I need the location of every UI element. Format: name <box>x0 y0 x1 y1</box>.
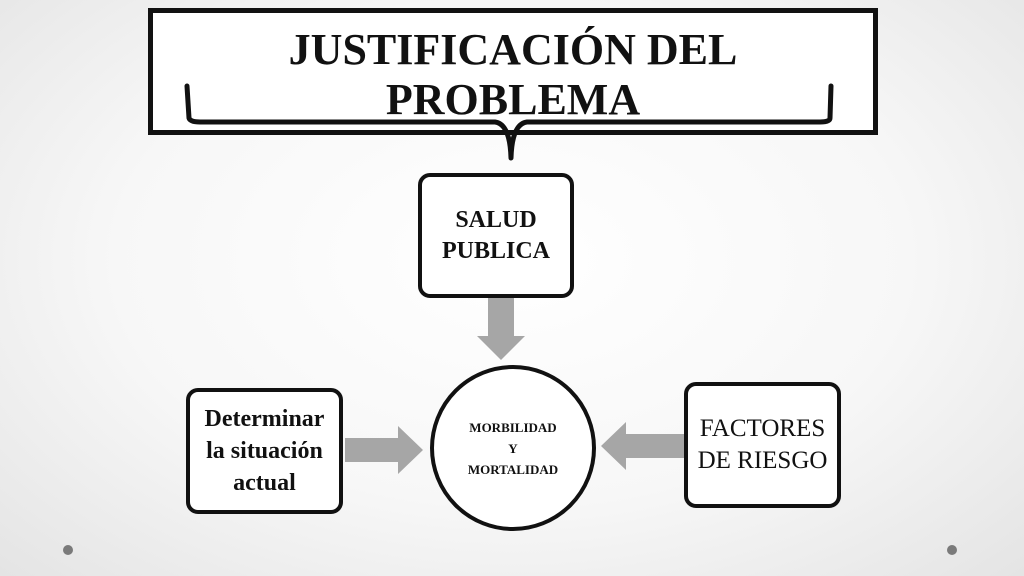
node-salud-publica-label: SALUD PUBLICA <box>441 206 550 264</box>
node-determinar-label: Determinar la situación actual <box>204 406 325 496</box>
decorative-dot-right <box>947 545 957 555</box>
node-factores-label: FACTORES DE RIESGO <box>697 415 828 474</box>
node-center-label: MORBILIDAD Y MORTALIDAD <box>467 419 559 477</box>
slide-title: JUSTIFICACIÓN DEL PROBLEMA <box>288 25 738 124</box>
node-determinar: Determinar la situación actual <box>186 388 343 514</box>
arrow-right <box>345 426 423 474</box>
brace-shape <box>184 83 834 161</box>
node-morbilidad-mortalidad: MORBILIDAD Y MORTALIDAD <box>430 365 596 531</box>
decorative-dot-left <box>63 545 73 555</box>
arrow-down <box>477 298 525 360</box>
node-factores-riesgo: FACTORES DE RIESGO <box>684 382 841 508</box>
node-salud-publica: SALUD PUBLICA <box>418 173 574 298</box>
title-box: JUSTIFICACIÓN DEL PROBLEMA <box>148 8 878 135</box>
arrow-left <box>601 422 684 470</box>
